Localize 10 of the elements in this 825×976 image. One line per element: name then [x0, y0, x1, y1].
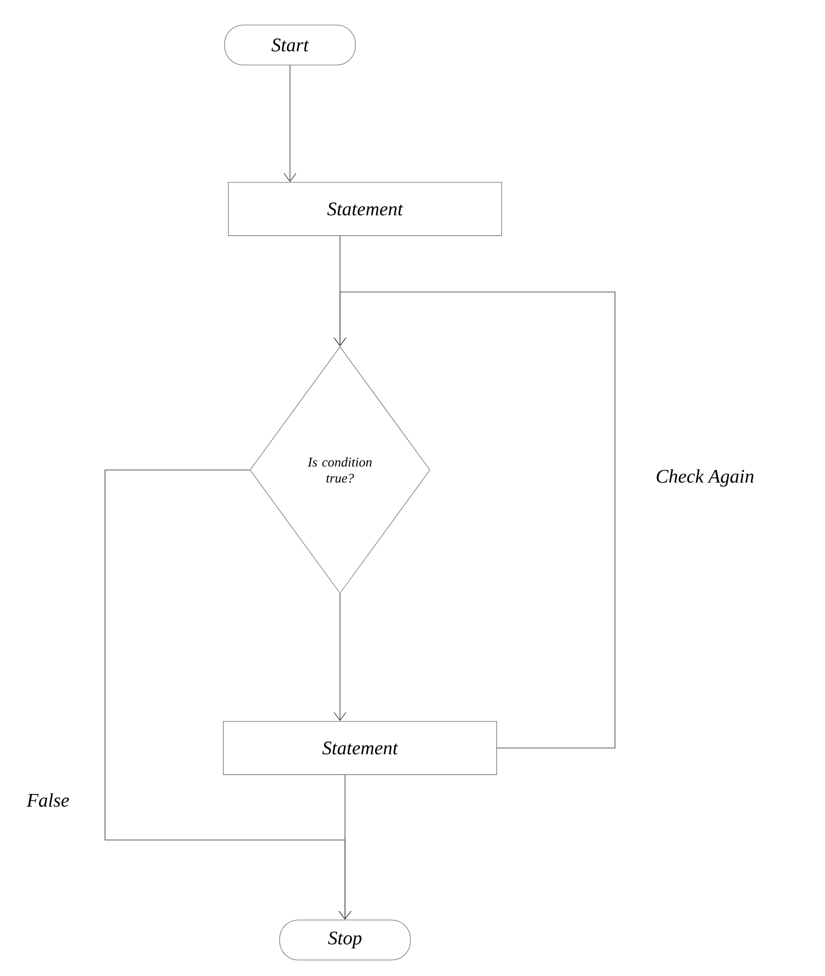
terminal-box: Start [224, 24, 356, 66]
edge-label: Check Again [653, 466, 757, 490]
terminal-box: Stop [279, 920, 411, 960]
arrow [334, 593, 346, 722]
arrow [334, 292, 616, 748]
process-box: Statement [223, 721, 497, 775]
arrow [284, 64, 296, 182]
edge-label: False [24, 790, 72, 810]
arrow [104, 470, 352, 920]
process-box: Statement [228, 182, 502, 236]
